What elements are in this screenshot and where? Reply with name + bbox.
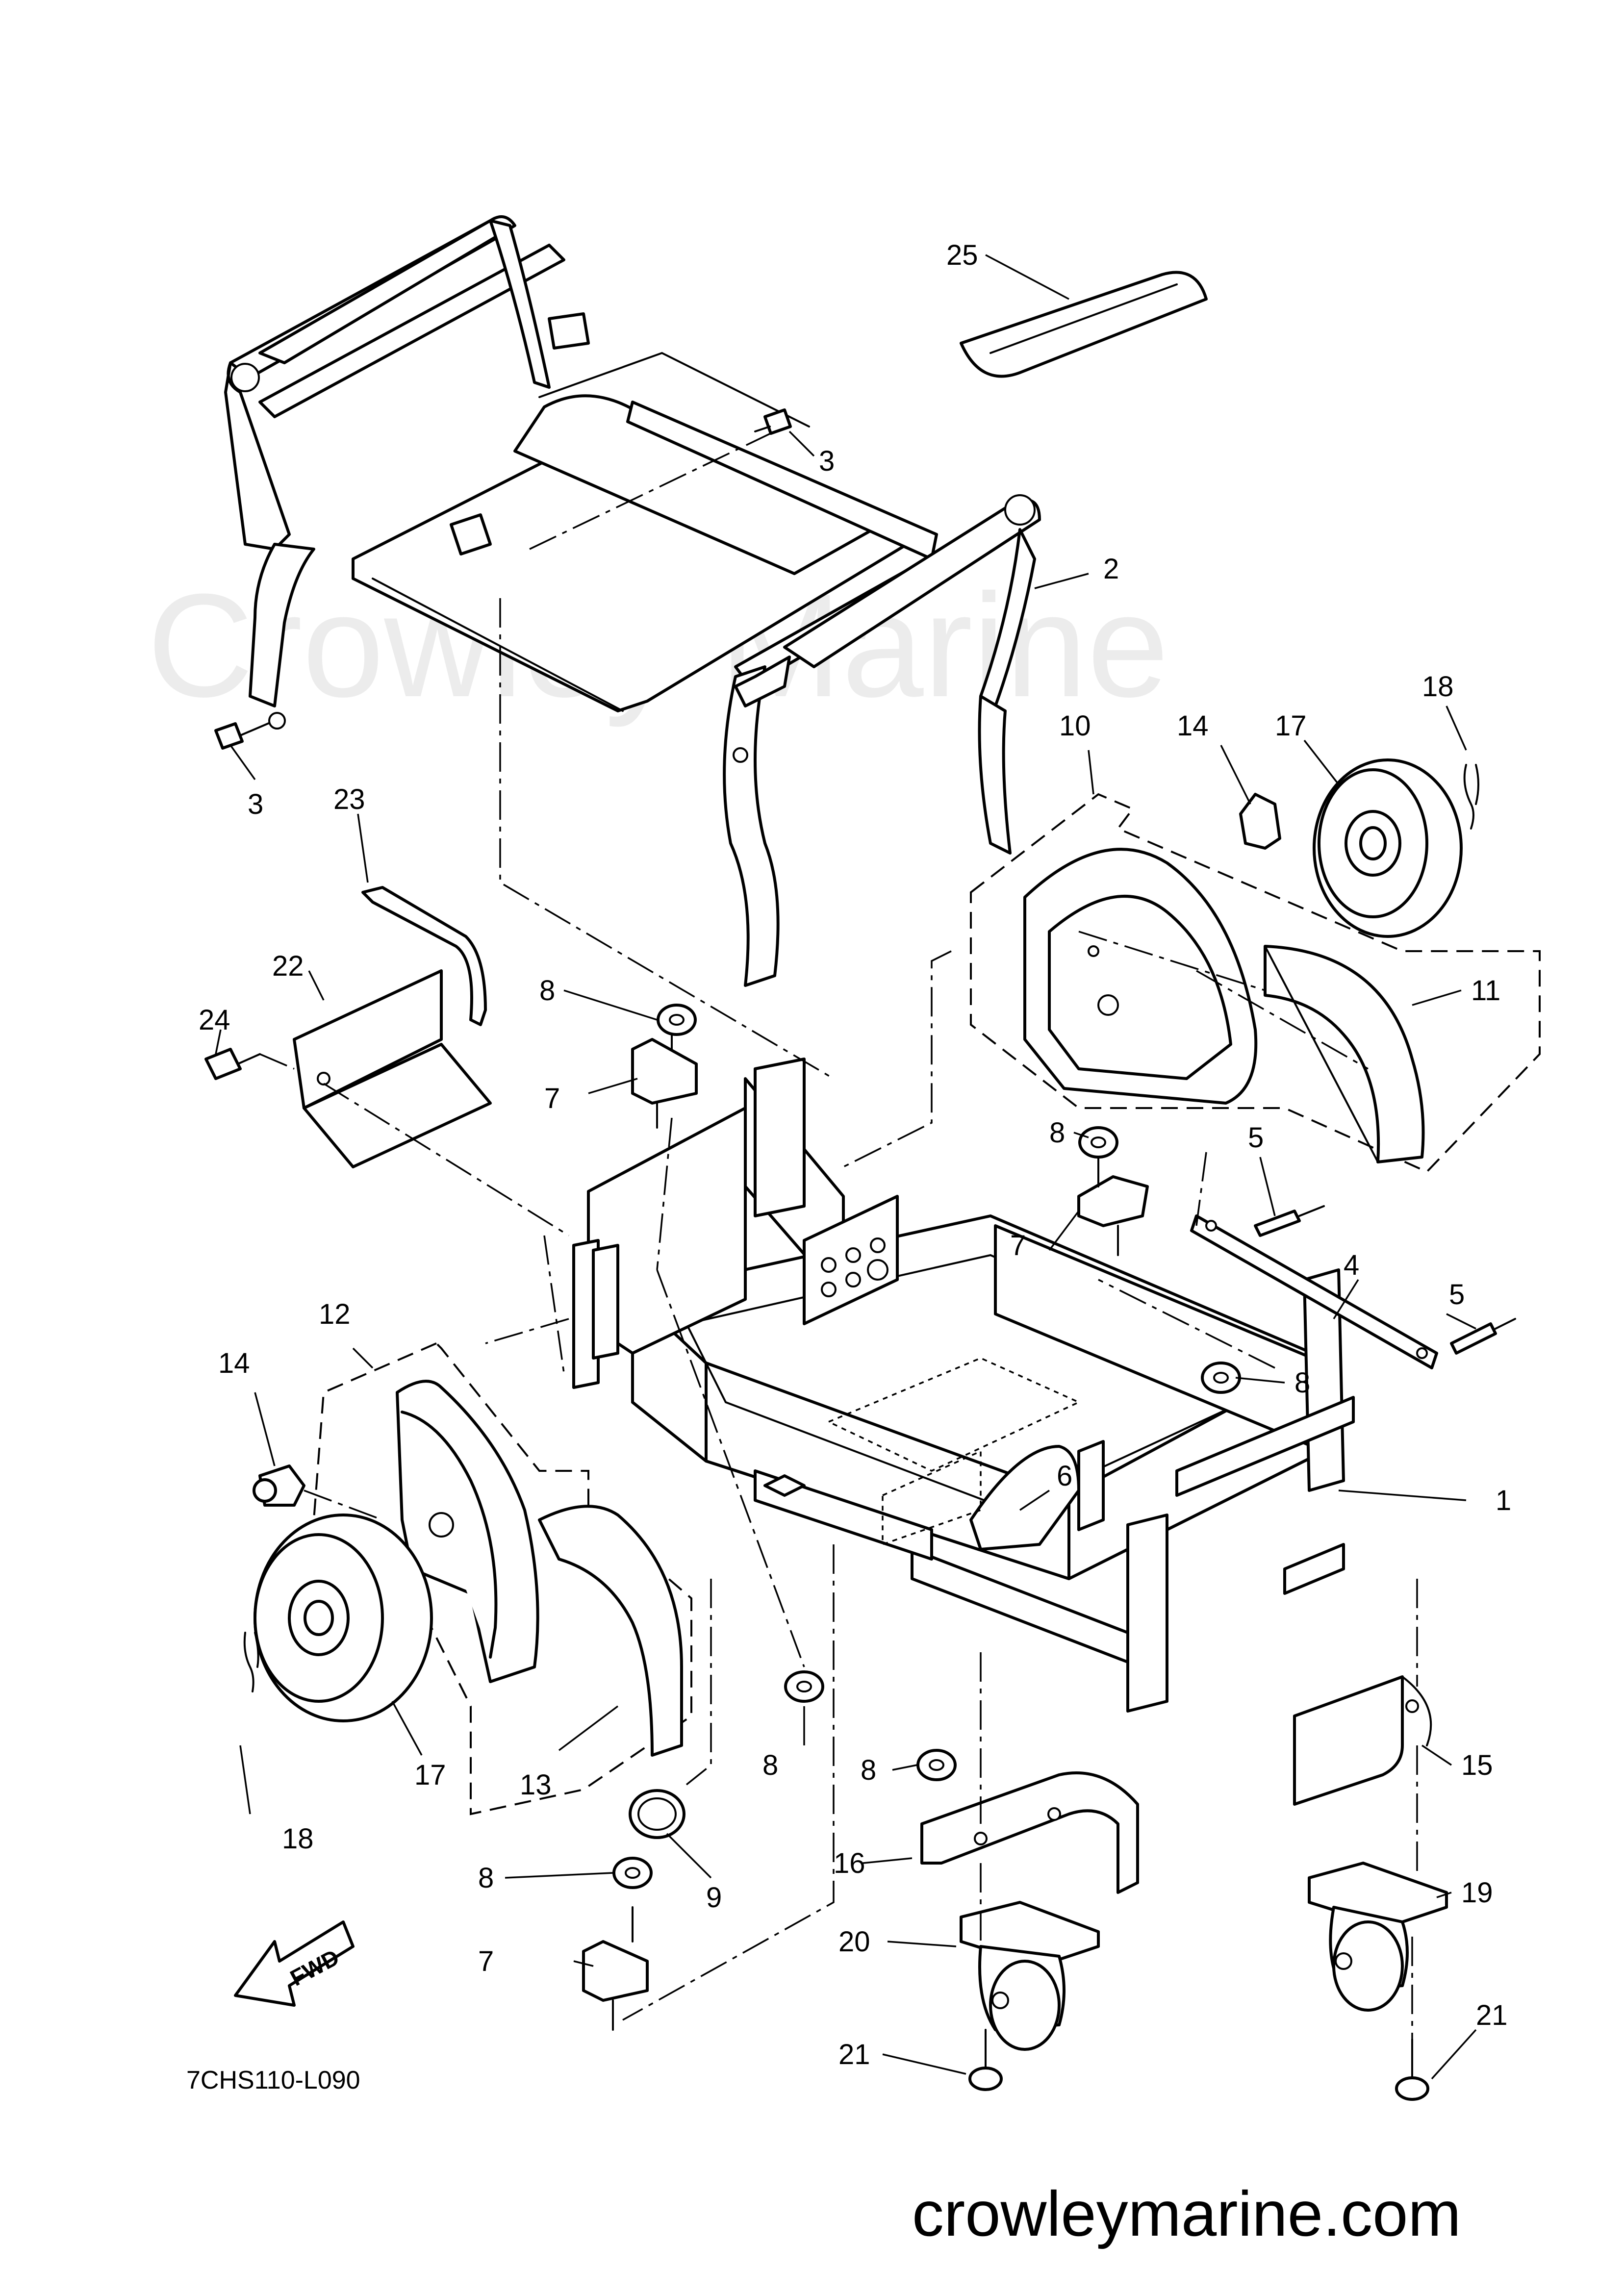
base-frame-part-1 xyxy=(572,1058,1355,1713)
callout-10: 10 xyxy=(1059,710,1091,742)
caster-part-20 xyxy=(960,1901,1100,2051)
callout-23: 23 xyxy=(333,783,365,815)
bolt-3-upper xyxy=(754,408,792,435)
bracket-part-22 xyxy=(293,969,492,1168)
cotter-pin-18-right xyxy=(1463,764,1479,830)
strap-part-23 xyxy=(361,886,487,1026)
callout-3-upper: 3 xyxy=(819,445,835,477)
leader-lines xyxy=(215,254,1477,2080)
bolt-part-24 xyxy=(204,1048,261,1080)
callout-7-lower: 7 xyxy=(478,1945,494,1977)
nut-part-8-a xyxy=(657,1004,697,1036)
callout-9: 9 xyxy=(706,1882,722,1914)
mount-part-7-right xyxy=(1077,1151,1149,1256)
callout-8-f: 8 xyxy=(478,1862,494,1894)
nut-part-8-b xyxy=(1078,1126,1118,1159)
bolt-part-21-right xyxy=(1395,2039,1429,2101)
callout-14-right: 14 xyxy=(1177,710,1209,742)
callout-3-lower: 3 xyxy=(248,788,263,820)
callout-1: 1 xyxy=(1496,1485,1511,1516)
rivet-part-5-upper xyxy=(1254,1205,1325,1237)
cover-group-12 xyxy=(312,1342,692,1816)
callout-12: 12 xyxy=(319,1298,351,1330)
callout-8-c: 8 xyxy=(1294,1367,1310,1399)
rivet-part-5-lower xyxy=(1450,1318,1516,1355)
callout-17-left: 17 xyxy=(414,1759,446,1791)
fwd-arrow-icon: FWD xyxy=(234,1920,355,2007)
callout-labels: 1 2 3 3 4 5 5 6 7 7 7 8 8 8 8 8 8 9 10 1… xyxy=(199,239,1511,2070)
callout-24: 24 xyxy=(199,1004,230,1036)
pad-part-25 xyxy=(960,271,1208,378)
callout-13: 13 xyxy=(520,1769,552,1801)
footer-url: crowleymarine.com xyxy=(912,2178,1461,2249)
callout-8-a: 8 xyxy=(539,975,555,1007)
nut-part-8-f xyxy=(612,1857,653,1889)
callout-6: 6 xyxy=(1057,1460,1072,1492)
bolt-3-lower xyxy=(214,712,286,750)
callout-8-d: 8 xyxy=(762,1749,778,1781)
callout-7-right: 7 xyxy=(1010,1230,1026,1262)
callout-17-right: 17 xyxy=(1275,710,1307,742)
callout-14-left: 14 xyxy=(218,1347,250,1379)
bolt-part-21-left xyxy=(968,2029,1003,2091)
nut-part-8-c xyxy=(1201,1362,1241,1394)
cotter-pin-18-left xyxy=(243,1632,259,1692)
callout-8-b: 8 xyxy=(1049,1117,1065,1149)
mount-part-7-upper xyxy=(631,1019,698,1129)
mount-part-7-lower xyxy=(582,1906,649,2031)
callout-16: 16 xyxy=(834,1847,865,1879)
callout-18-right: 18 xyxy=(1422,671,1454,703)
caster-part-19 xyxy=(1308,1862,1448,2012)
callout-22: 22 xyxy=(272,950,304,982)
callout-21-right: 21 xyxy=(1476,1999,1508,2031)
plug-part-9 xyxy=(629,1789,685,1839)
assembly-lines xyxy=(259,430,1418,2040)
clip-part-14-right xyxy=(1239,793,1281,850)
diagram-code: 7CHS110-L090 xyxy=(186,2066,360,2094)
wheel-part-17-right xyxy=(1313,758,1463,938)
callout-20: 20 xyxy=(838,1926,870,1958)
callout-7-upper: 7 xyxy=(544,1083,560,1114)
nut-part-8-e xyxy=(916,1749,957,1781)
callout-5-lower: 5 xyxy=(1449,1279,1465,1311)
callout-8-e: 8 xyxy=(861,1754,876,1786)
caster-bracket-part-15 xyxy=(1293,1675,1432,1806)
wheel-part-17-left xyxy=(254,1514,433,1722)
nut-part-8-d xyxy=(784,1670,824,1703)
callout-11: 11 xyxy=(1471,975,1500,1007)
top-frame xyxy=(224,215,1041,987)
callout-18-left: 18 xyxy=(282,1823,314,1855)
callout-15: 15 xyxy=(1461,1749,1493,1781)
bar-part-4 xyxy=(1190,1214,1438,1369)
callout-19: 19 xyxy=(1461,1877,1493,1909)
callout-2: 2 xyxy=(1103,553,1119,585)
bracket-part-16 xyxy=(920,1771,1139,1894)
callout-21-left: 21 xyxy=(838,2039,870,2070)
clip-part-14-left xyxy=(253,1464,305,1507)
callout-4: 4 xyxy=(1344,1249,1359,1281)
callout-25: 25 xyxy=(946,239,978,271)
callout-5-upper: 5 xyxy=(1248,1122,1264,1154)
cover-group-10 xyxy=(970,793,1541,1173)
